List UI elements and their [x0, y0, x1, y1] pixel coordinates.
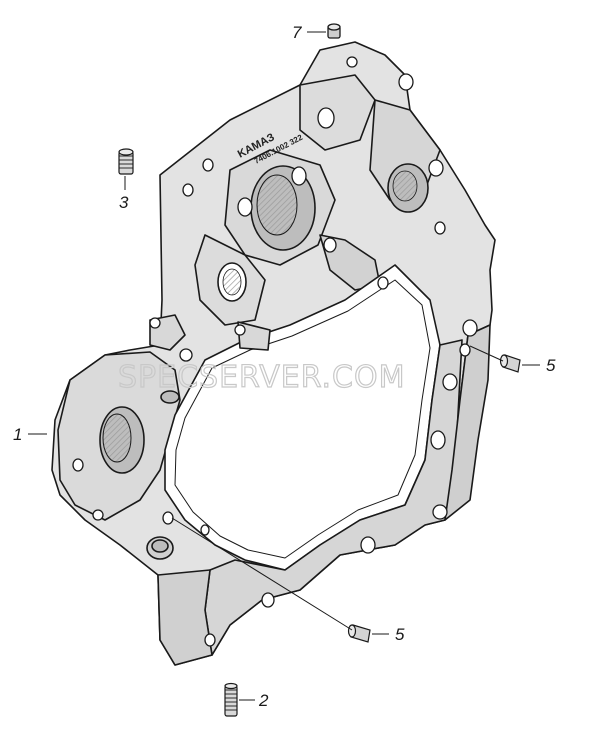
timing-gear-housing — [51, 41, 496, 666]
callout-5-right: 5 — [546, 356, 556, 375]
bolt-holes — [72, 56, 478, 647]
callout-1: 1 — [13, 425, 22, 444]
callout-7: 7 — [292, 23, 302, 42]
dowel-pin-part-5-right — [499, 354, 521, 373]
plug-part-7 — [327, 23, 341, 39]
stud-part-3 — [118, 148, 134, 175]
callouts: 7 3 5 1 5 2 — [13, 23, 556, 710]
leader-5-bottom — [171, 517, 353, 631]
callout-3: 3 — [119, 193, 129, 212]
stud-part-2 — [224, 682, 238, 717]
watermark: SPECSERVER.COM — [118, 360, 405, 395]
leader-5-right — [469, 345, 504, 362]
callout-2: 2 — [258, 691, 269, 710]
dowel-pin-part-5-bottom — [347, 624, 371, 643]
callout-5-bottom: 5 — [395, 625, 405, 644]
